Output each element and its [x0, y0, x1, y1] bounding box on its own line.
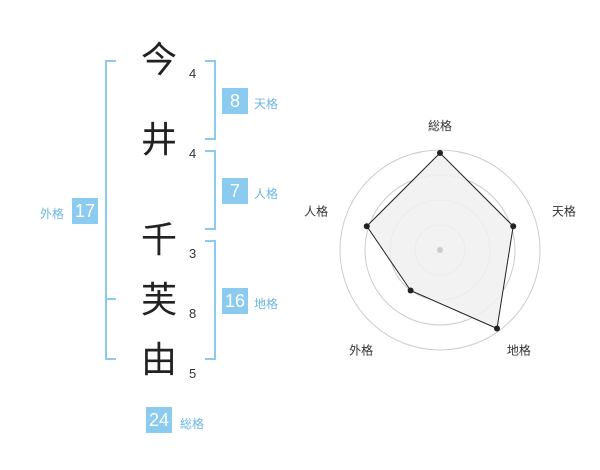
jinkaku-label: 人格	[254, 187, 279, 201]
tenkaku-value-badge: 8	[222, 88, 248, 114]
radar-center-dot	[437, 247, 443, 253]
chikaku-bracket	[205, 240, 216, 360]
name-char-2: 井	[140, 120, 177, 161]
radar-data-points	[363, 150, 517, 332]
name-char-3: 千	[140, 220, 177, 261]
jinkaku-value-badge: 7	[222, 178, 248, 204]
stroke-count-3: 3	[189, 246, 197, 261]
soukaku-value-badge: 24	[146, 407, 172, 433]
radar-axis-label-5: 人格	[304, 204, 328, 219]
radar-point-1	[437, 150, 443, 156]
gaikaku-label: 外格	[40, 207, 65, 221]
name-char-1: 今	[140, 40, 177, 81]
stroke-count-2: 4	[189, 146, 197, 161]
radar-axis-label-1: 総格	[428, 118, 452, 133]
jinkaku-bracket	[205, 150, 216, 230]
radar-axis-label-3: 地格	[507, 342, 531, 357]
radar-point-3	[494, 325, 501, 332]
chikaku-value-badge: 16	[222, 288, 248, 314]
radar-point-2	[510, 223, 517, 230]
stroke-count-4: 8	[189, 306, 197, 321]
stroke-count-1: 4	[189, 66, 197, 81]
name-char-4: 芙	[140, 280, 177, 321]
chikaku-label: 地格	[254, 297, 279, 311]
gaikaku-value-badge: 17	[72, 198, 98, 224]
name-char-5: 由	[140, 340, 177, 381]
stroke-count-5: 5	[189, 366, 197, 381]
tenkaku-bracket	[205, 60, 216, 140]
soukaku-label: 総格	[180, 417, 205, 431]
radar-axis-label-2: 天格	[552, 204, 576, 219]
gaikaku-bracket	[105, 60, 116, 360]
radar-data-shape	[366, 152, 514, 330]
tenkaku-label: 天格	[254, 97, 279, 111]
radar-point-5	[363, 223, 370, 230]
radar-point-4	[407, 287, 414, 294]
radar-axis-label-4: 外格	[349, 342, 373, 357]
gaikaku-bracket-divider	[105, 298, 116, 300]
